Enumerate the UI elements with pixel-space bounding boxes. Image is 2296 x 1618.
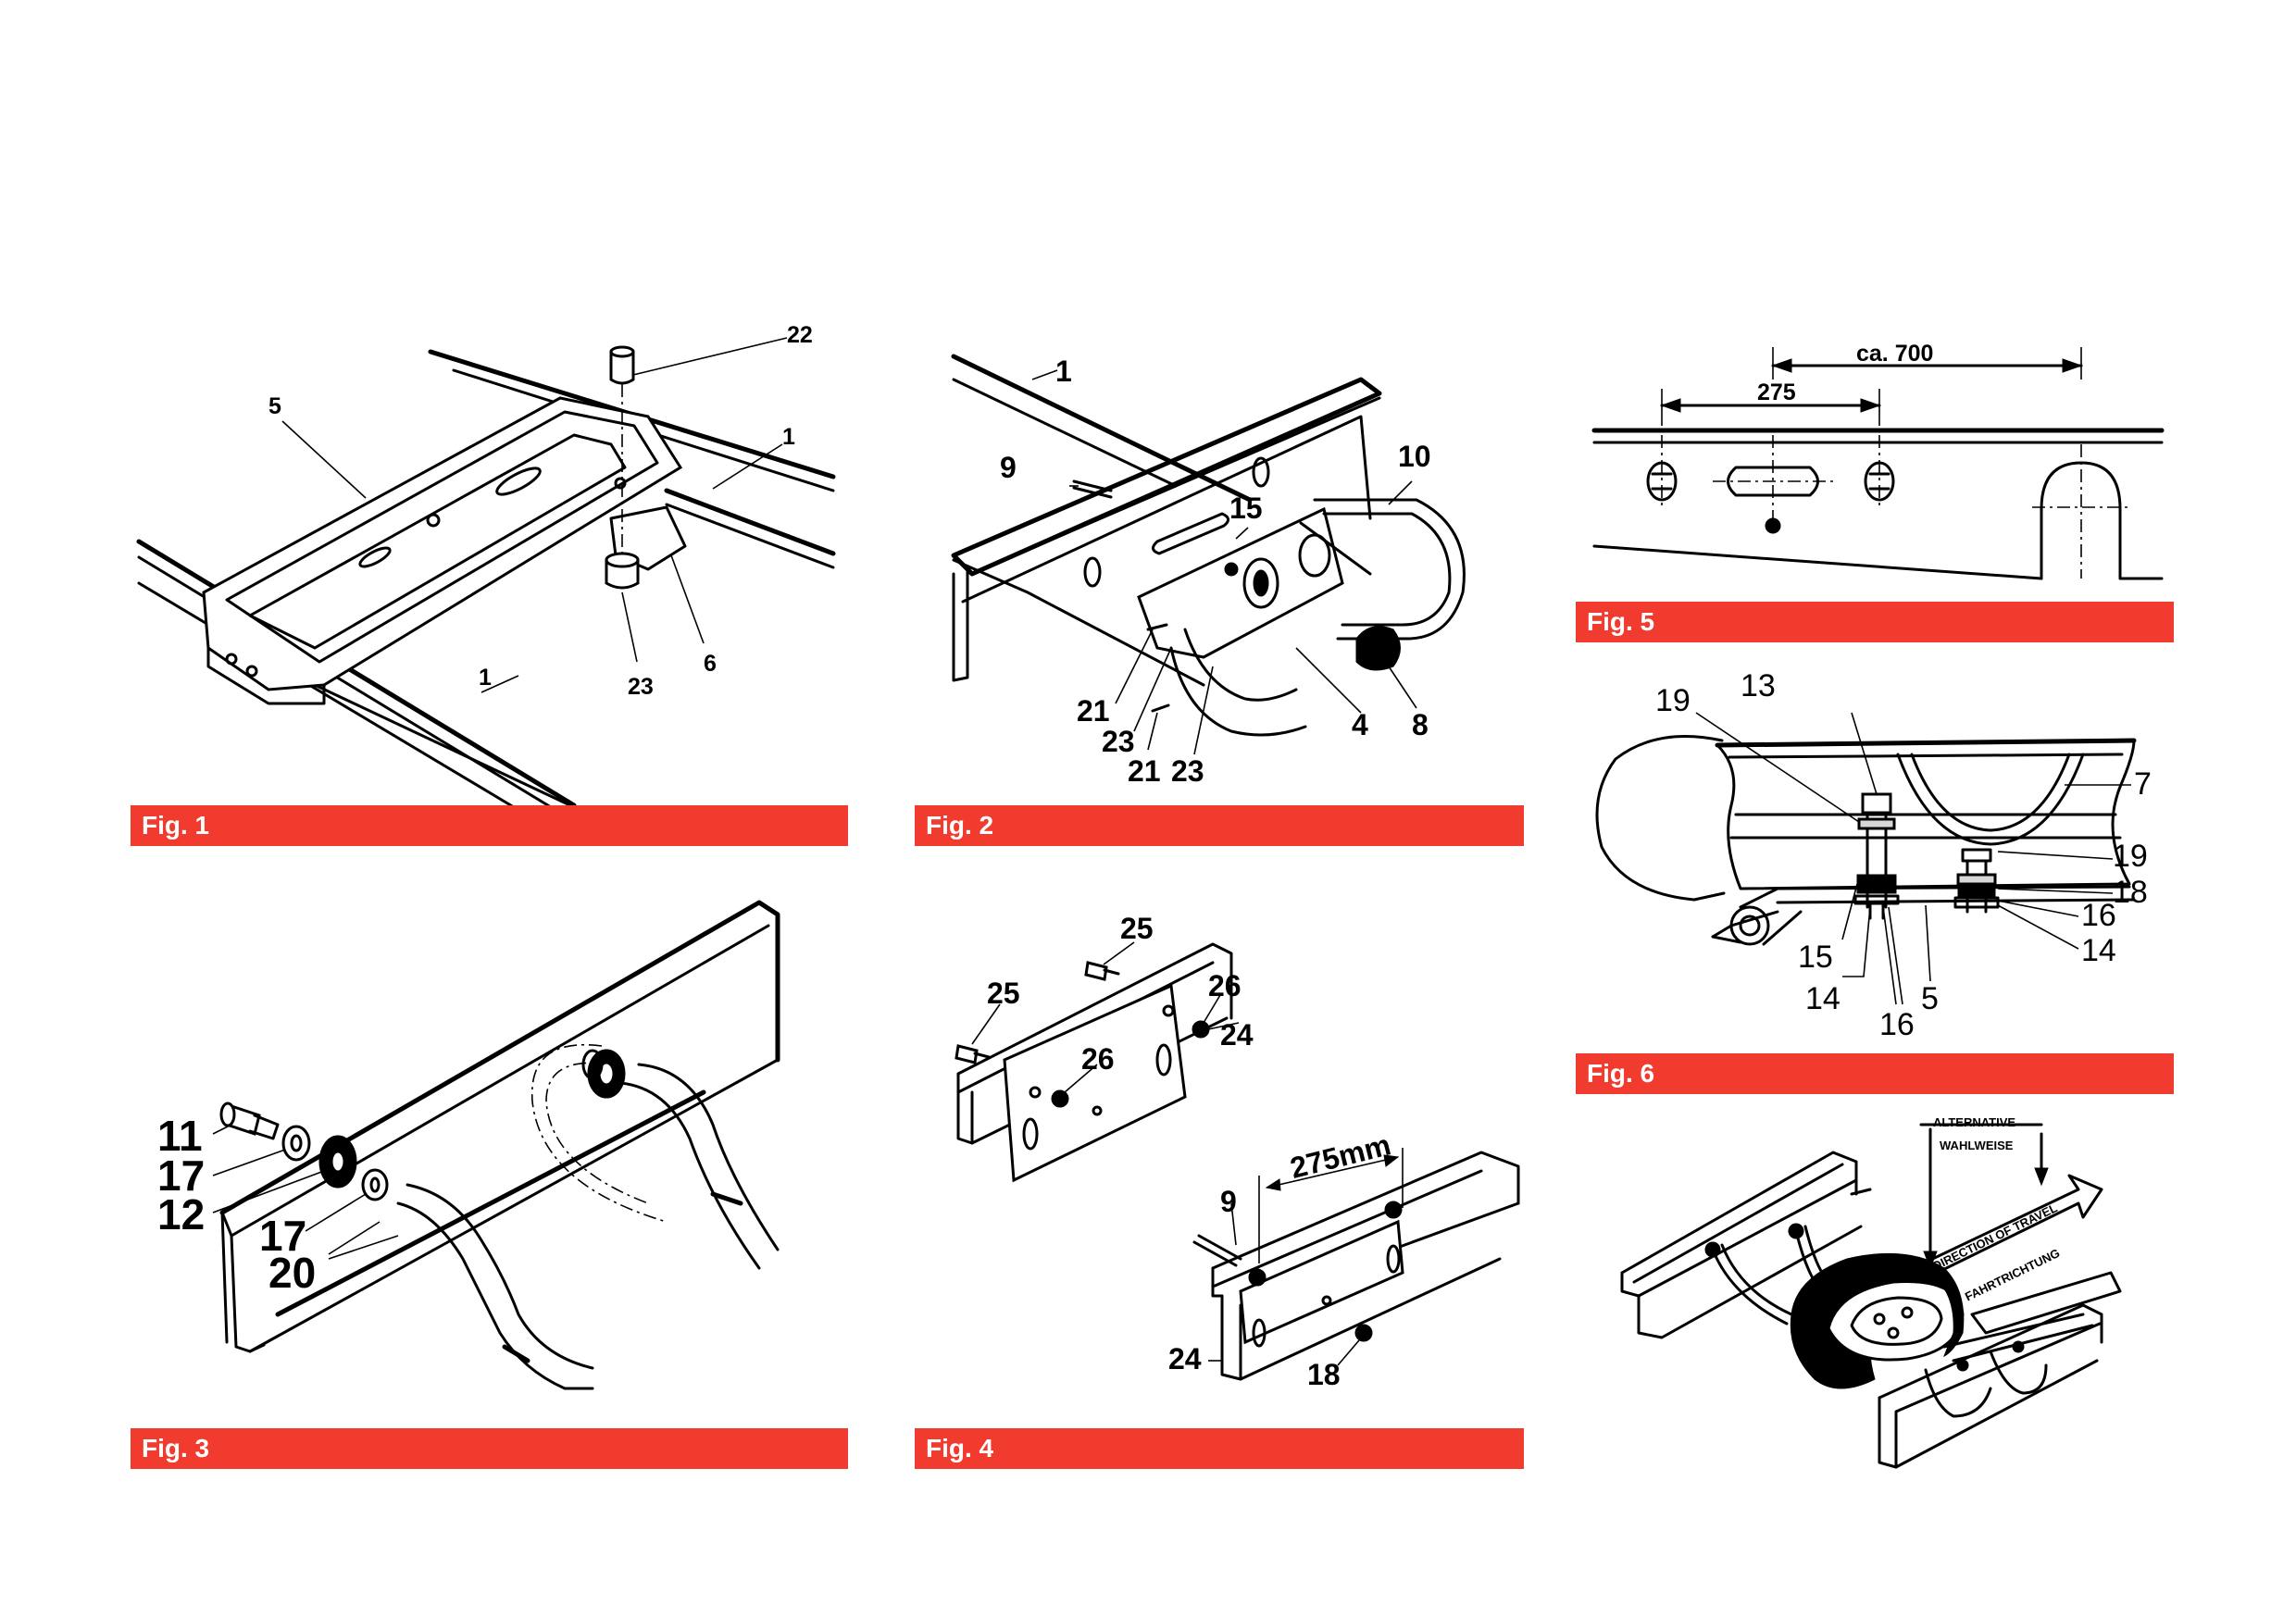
callout-1: 1 — [1055, 355, 1072, 388]
callout-6: 6 — [704, 651, 717, 677]
callout-23: 23 — [628, 674, 654, 700]
callout-16-left: 16 — [1879, 1007, 1915, 1042]
fig3-caption: Fig. 3 — [131, 1428, 848, 1469]
callout-24-top: 24 — [1220, 1018, 1254, 1052]
callout-25-left: 25 — [987, 977, 1020, 1010]
callout-19-right: 19 — [2113, 839, 2148, 874]
callout-20: 20 — [268, 1249, 317, 1297]
callout-12: 12 — [157, 1190, 206, 1238]
callout-16-right: 16 — [2081, 898, 2116, 933]
callout-9: 9 — [1000, 451, 1017, 484]
callout-21-lower: 21 — [1128, 754, 1161, 788]
callout-19-left: 19 — [1655, 683, 1691, 718]
callout-15: 15 — [1798, 940, 1833, 975]
fig1-caption: Fig. 1 — [131, 805, 848, 846]
callout-14-left: 14 — [1805, 981, 1841, 1016]
callout-9: 9 — [1220, 1185, 1237, 1218]
callout-18: 18 — [1307, 1358, 1341, 1391]
callout-4: 4 — [1352, 708, 1368, 741]
callout-17-right: 17 — [259, 1212, 307, 1260]
callout-13: 13 — [1741, 668, 1776, 703]
label-wahlweise: WAHLWEISE — [1940, 1139, 2014, 1152]
callout-5: 5 — [268, 393, 281, 419]
callout-7: 7 — [2134, 766, 2152, 802]
callout-22: 22 — [787, 322, 813, 348]
fig6-caption: Fig. 6 — [1576, 1053, 2174, 1094]
callout-17-left: 17 — [157, 1151, 206, 1200]
callout-1-upper: 1 — [782, 424, 795, 450]
callout-11: 11 — [157, 1112, 203, 1160]
callout-10: 10 — [1398, 440, 1431, 473]
callout-26-plate: 26 — [1081, 1042, 1115, 1076]
dimension-275: 275 — [1757, 380, 1796, 405]
callout-15: 15 — [1229, 492, 1263, 525]
label-alternative: ALTERNATIVE — [1933, 1115, 2016, 1129]
fig4-caption: Fig. 4 — [915, 1428, 1524, 1469]
callout-18: 18 — [2113, 875, 2148, 910]
callout-14-right: 14 — [2081, 933, 2116, 968]
callout-5: 5 — [1921, 981, 1939, 1016]
fig2-caption: Fig. 2 — [915, 805, 1524, 846]
callout-8: 8 — [1412, 708, 1429, 741]
callout-23-upper: 23 — [1102, 725, 1135, 758]
callout-21-upper: 21 — [1077, 694, 1110, 728]
callout-26-right: 26 — [1208, 969, 1242, 1002]
callout-23-lower: 23 — [1171, 754, 1204, 788]
callout-25-top: 25 — [1120, 912, 1154, 945]
fig5-caption: Fig. 5 — [1576, 602, 2174, 642]
callout-1-lower: 1 — [479, 665, 492, 691]
callout-24-bottom: 24 — [1168, 1342, 1202, 1375]
dimension-ca-700: ca. 700 — [1856, 341, 1934, 367]
